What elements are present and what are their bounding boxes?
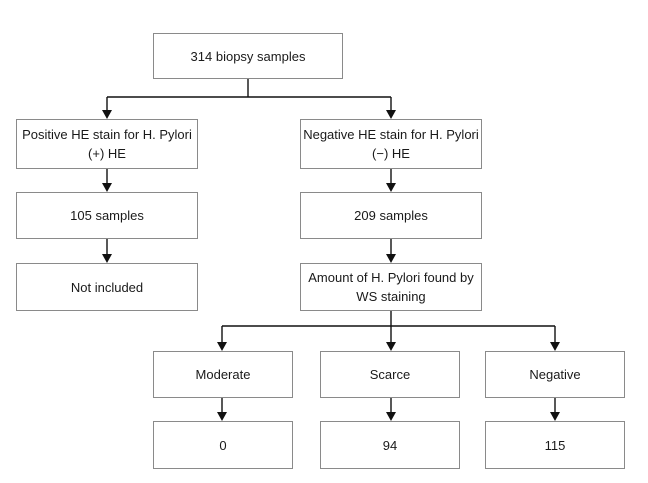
positive-he-subtitle: (+) HE: [88, 146, 126, 161]
category-negative-label: Negative: [529, 367, 581, 382]
value-moderate-label: 0: [219, 437, 227, 453]
value-negative-label: 115: [544, 437, 566, 453]
category-moderate-label: Moderate: [195, 367, 251, 382]
negative-count-box: 209 samples: [300, 192, 482, 239]
value-scarce-label: 94: [382, 437, 398, 453]
value-negative-box: 115: [485, 421, 625, 469]
negative-he-box: Negative HE stain for H. Pylori (−) HE: [300, 119, 482, 169]
positive-he-title: Positive HE stain for H. Pylori: [22, 127, 192, 142]
ws-staining-subtitle: WS staining: [356, 289, 426, 304]
positive-count-label: 105 samples: [70, 208, 144, 223]
category-moderate-box: Moderate: [153, 351, 293, 398]
ws-staining-box: Amount of H. Pylori found by WS staining: [300, 263, 482, 311]
not-included-label: Not included: [70, 279, 144, 295]
negative-count-label: 209 samples: [354, 208, 428, 223]
value-moderate-box: 0: [153, 421, 293, 469]
negative-he-title: Negative HE stain for H. Pylori: [303, 127, 479, 142]
category-scarce-label: Scarce: [369, 367, 411, 382]
value-scarce-box: 94: [320, 421, 460, 469]
positive-count-box: 105 samples: [16, 192, 198, 239]
positive-he-box: Positive HE stain for H. Pylori (+) HE: [16, 119, 198, 169]
negative-he-subtitle: (−) HE: [372, 146, 410, 161]
ws-staining-title: Amount of H. Pylori found by: [308, 270, 474, 285]
category-scarce-box: Scarce: [320, 351, 460, 398]
root-label: 314 biopsy samples: [190, 48, 306, 64]
root-box: 314 biopsy samples: [153, 33, 343, 79]
category-negative-box: Negative: [485, 351, 625, 398]
not-included-box: Not included: [16, 263, 198, 311]
